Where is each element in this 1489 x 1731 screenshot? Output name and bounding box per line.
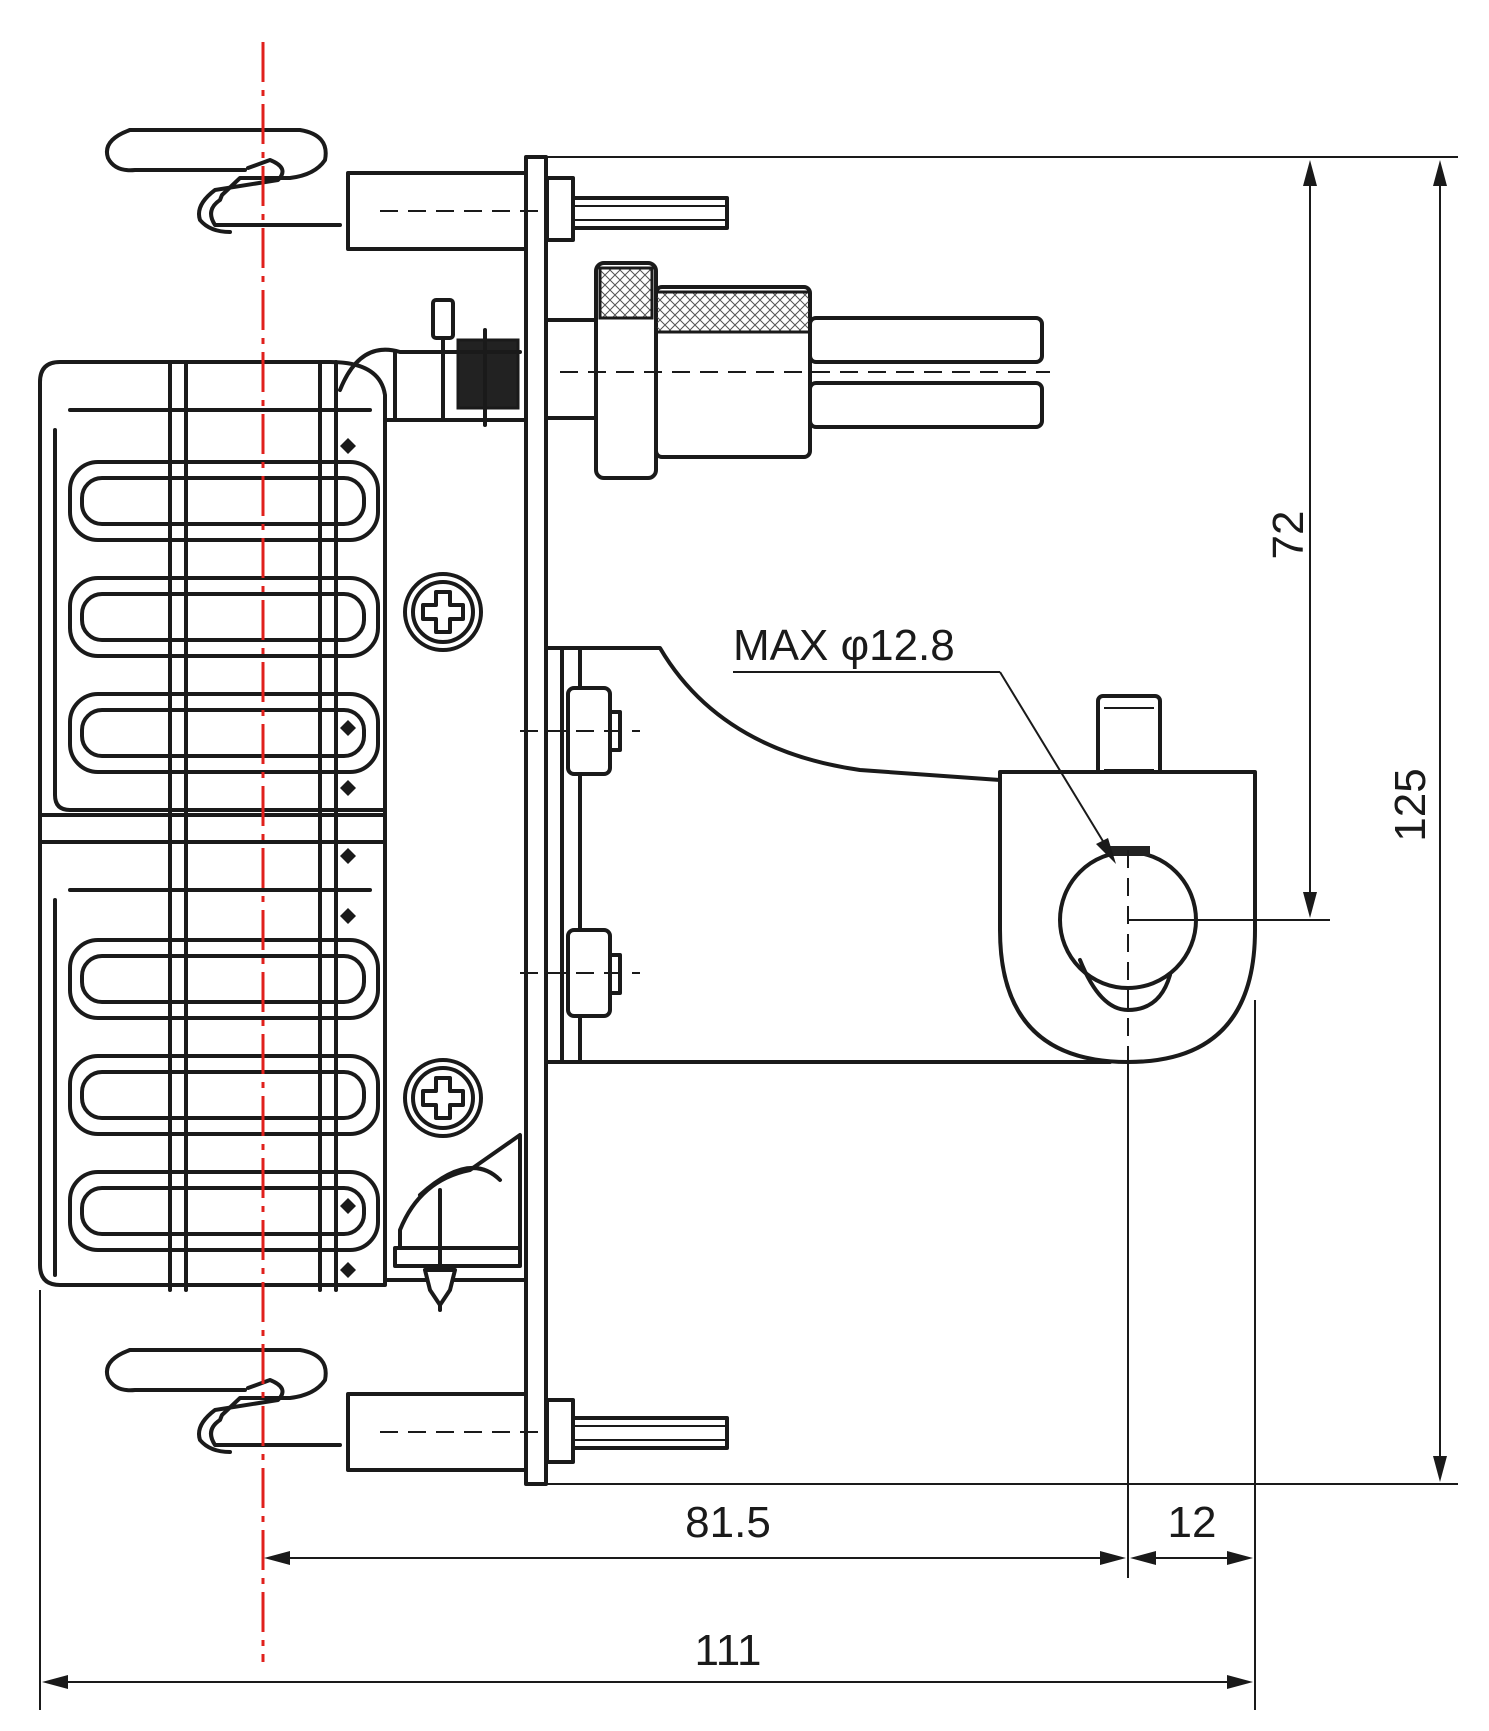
- mounting-nut-upper: [520, 686, 640, 776]
- dimension-111-label: 111: [695, 1626, 762, 1675]
- dimension-72-label: 72: [1264, 511, 1313, 560]
- shaft-clamp: [998, 694, 1257, 1064]
- top-terminal-stud: [346, 171, 729, 251]
- rivet-markers: [340, 438, 356, 1278]
- bottom-detent: [393, 1133, 522, 1312]
- dimension-81-5: 81.5: [264, 1498, 1126, 1565]
- top-terminal-lug: [105, 128, 342, 234]
- dimension-81-5-label: 81.5: [685, 1498, 771, 1547]
- mounting-plate: [524, 155, 548, 1486]
- dimension-111: 111: [42, 1626, 1253, 1689]
- phillips-screw-lower: [403, 1058, 483, 1138]
- shaft-bushing: [544, 261, 1050, 480]
- bottom-terminal-stud: [346, 1392, 729, 1472]
- dimension-12-label: 12: [1168, 1498, 1217, 1547]
- mounting-nut-lower: [520, 928, 640, 1018]
- phillips-screw-upper: [403, 572, 483, 652]
- hole-callout-label: MAX φ12.8: [733, 621, 955, 670]
- dimension-125-label: 125: [1386, 768, 1435, 841]
- contact-slots: [68, 458, 380, 1262]
- hole-callout: MAX φ12.8: [733, 621, 1116, 864]
- bottom-terminal-lug: [105, 1348, 342, 1454]
- dimension-12: 12: [1130, 1498, 1253, 1565]
- detent-spring: [338, 298, 522, 427]
- dimension-125: 125: [1386, 160, 1447, 1482]
- dimension-72: 72: [1264, 160, 1317, 918]
- extension-lines: [39, 156, 1458, 1710]
